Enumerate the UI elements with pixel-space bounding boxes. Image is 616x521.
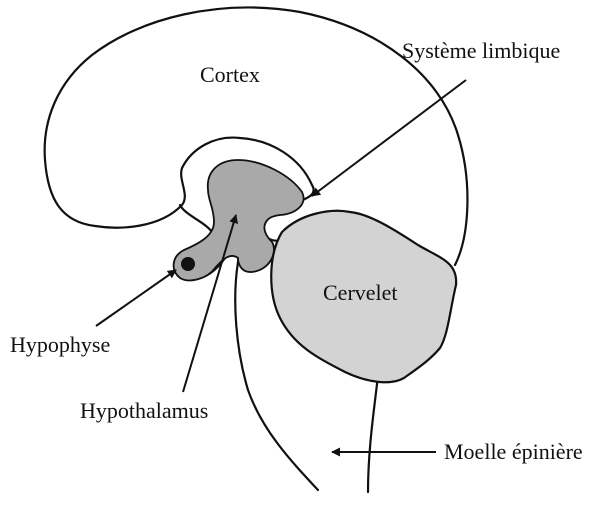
- arrow-hypophyse: [96, 270, 176, 326]
- label-cervelet: Cervelet: [323, 280, 398, 305]
- arrow-systeme-limbique: [312, 80, 466, 196]
- label-moelle-epiniere: Moelle épinière: [444, 439, 583, 464]
- label-hypothalamus: Hypothalamus: [80, 398, 208, 423]
- label-hypophyse: Hypophyse: [10, 332, 110, 357]
- label-cortex: Cortex: [200, 62, 260, 87]
- label-systeme-limbique: Système limbique: [402, 38, 560, 63]
- brainstem-right-line: [368, 376, 378, 492]
- hypophyse-dot: [181, 257, 195, 271]
